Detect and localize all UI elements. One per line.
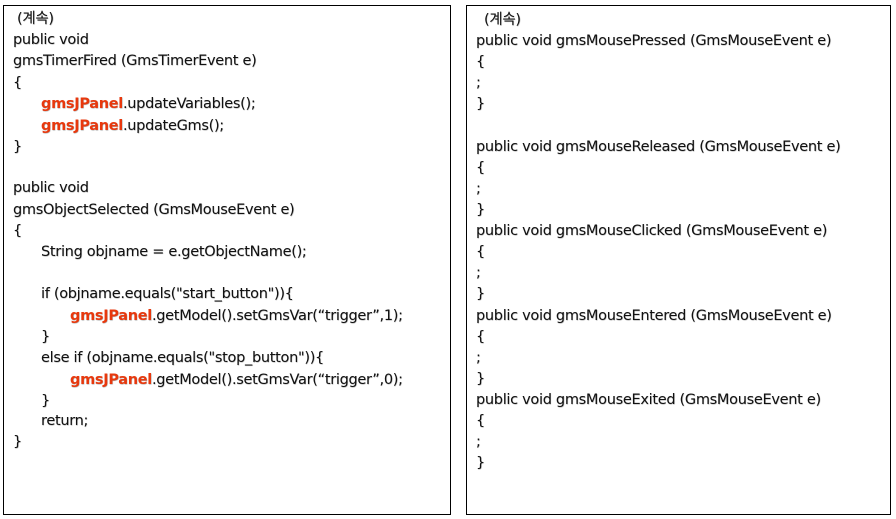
code-line: public void [13,32,89,48]
code-line: } [41,393,50,409]
code-line: { [476,329,485,345]
code-line: else if (objname.equals("stop_button")){ [41,350,324,366]
code-line: ; [476,265,481,281]
code-line: gmsJPanel.getModel().setGmsVar(“trigger”… [70,372,403,388]
code-line: gmsJPanel.getModel().setGmsVar(“trigger”… [70,308,403,324]
code-line: public void gmsMousePressed (GmsMouseEve… [476,33,832,49]
code-line: return; [41,413,89,429]
code-line: } [13,139,22,155]
code-line: String objname = e.getObjectName(); [41,244,307,260]
code-line: if (objname.equals("start_button")){ [41,286,294,302]
code-line: ; [476,350,481,366]
code-line: gmsJPanel.updateVariables(); [41,96,256,112]
code-line: ; [476,75,481,91]
code-line: { [13,223,22,239]
code-line: { [476,54,485,70]
highlighted-identifier: gmsJPanel [41,118,123,134]
code-line: } [476,96,485,112]
code-line: public void gmsMouseEntered (GmsMouseEve… [476,308,832,324]
code-line: } [476,202,485,218]
code-line: } [476,371,485,387]
code-line: gmsObjectSelected (GmsMouseEvent e) [13,202,295,218]
code-line: public void [13,180,89,196]
code-line: { [476,244,485,260]
left-code-panel: (계속) public void gmsTimerFired (GmsTimer… [3,5,451,515]
code-line: } [13,434,22,450]
continued-label: (계속) [17,11,54,27]
highlighted-identifier: gmsJPanel [41,96,123,112]
code-line: gmsJPanel.updateGms(); [41,118,224,134]
code-line: } [476,455,485,471]
continued-label: (계속) [484,12,521,28]
code-line: ; [476,434,481,450]
right-code-panel: (계속) public void gmsMousePressed (GmsMou… [466,5,891,515]
highlighted-identifier: gmsJPanel [70,308,152,324]
code-line: public void gmsMouseClicked (GmsMouseEve… [476,223,828,239]
code-line: } [476,286,485,302]
code-line: public void gmsMouseExited (GmsMouseEven… [476,392,821,408]
code-line: { [13,75,22,91]
highlighted-identifier: gmsJPanel [70,372,152,388]
code-line: { [476,160,485,176]
code-line: { [476,413,485,429]
code-line: ; [476,181,481,197]
code-line: gmsTimerFired (GmsTimerEvent e) [13,53,257,69]
code-line: } [41,329,50,345]
code-line: public void gmsMouseReleased (GmsMouseEv… [476,139,841,155]
